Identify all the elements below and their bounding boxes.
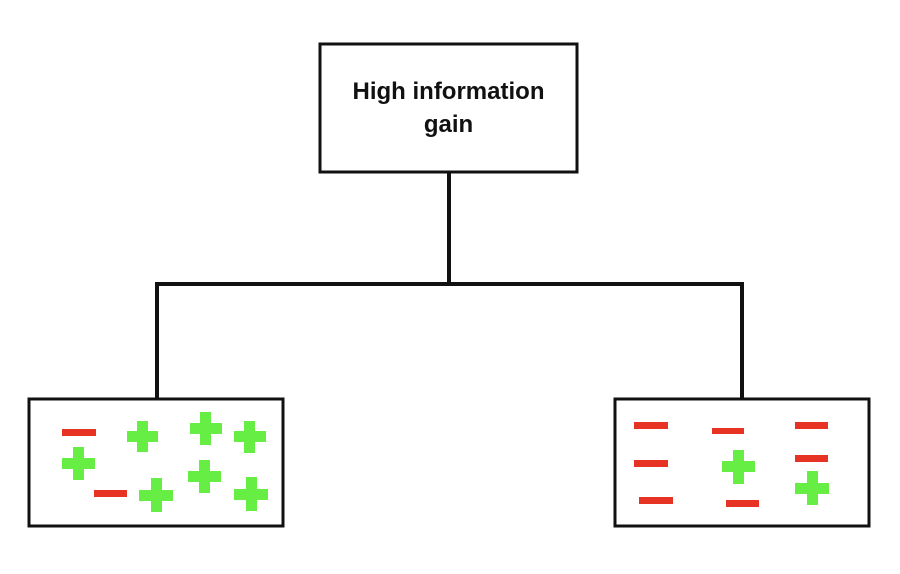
minus-sign <box>62 429 96 436</box>
minus-sign <box>634 422 668 429</box>
minus-sign <box>639 497 673 504</box>
tree-connectors <box>155 170 744 401</box>
plus-sign <box>190 412 222 445</box>
plus-sign <box>188 460 221 493</box>
minus-sign <box>795 422 828 429</box>
plus-sign <box>234 477 268 511</box>
plus-sign <box>139 478 173 512</box>
minus-sign <box>94 490 127 497</box>
plus-sign <box>62 447 95 480</box>
plus-sign <box>127 421 158 452</box>
minus-sign <box>726 500 759 507</box>
minus-sign <box>634 460 668 467</box>
plus-sign <box>795 471 829 505</box>
left-child-samples <box>62 412 268 512</box>
right-child-samples <box>634 422 829 507</box>
plus-sign <box>722 450 755 484</box>
minus-sign <box>712 428 744 434</box>
plus-sign <box>234 421 266 453</box>
minus-sign <box>795 455 828 462</box>
root-node <box>318 42 579 174</box>
root-node-label: High information gain <box>352 78 545 138</box>
